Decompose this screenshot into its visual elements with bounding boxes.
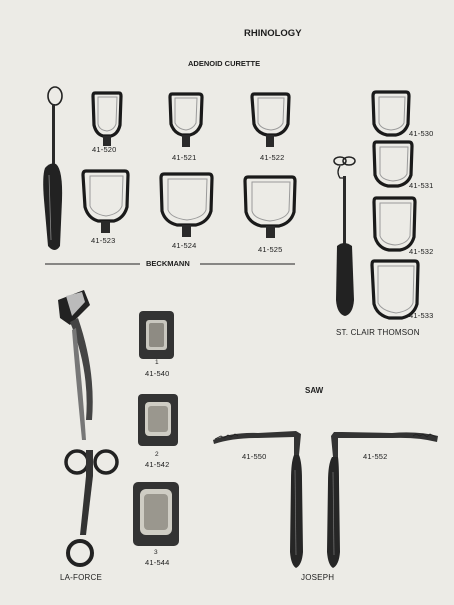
blade-number-3: 3 [154, 549, 158, 556]
item-label-41-524: 41-524 [172, 241, 197, 250]
curette-head-41-524 [159, 172, 214, 237]
curette-head-41-530 [371, 90, 411, 137]
curette-head-41-520 [91, 91, 123, 146]
joseph-saw-41-552 [327, 432, 438, 568]
curette-head-41-522 [250, 92, 291, 147]
item-label-41-523: 41-523 [91, 236, 116, 245]
blade-code-41-544: 41-544 [145, 558, 170, 567]
curette-head-41-523 [81, 169, 130, 233]
joseph-saw-41-550 [213, 431, 303, 568]
la-force-blade-3 [133, 482, 179, 546]
item-label-41-531: 41-531 [409, 181, 434, 190]
blade-code-41-540: 41-540 [145, 369, 170, 378]
la-force-blade-1 [139, 311, 174, 359]
curette-head-41-525 [243, 175, 297, 238]
item-label-41-530: 41-530 [409, 129, 434, 138]
item-label-41-552: 41-552 [363, 452, 388, 461]
item-label-41-533: 41-533 [409, 311, 434, 320]
curette-head-41-521 [168, 92, 204, 147]
item-label-41-550: 41-550 [242, 452, 267, 461]
joseph-label: JOSEPH [301, 573, 335, 582]
item-label-41-525: 41-525 [258, 245, 283, 254]
item-label-41-532: 41-532 [409, 247, 434, 256]
curette-head-41-531 [372, 140, 414, 188]
blade-number-1: 1 [155, 359, 159, 366]
la-force-adenotome-illustration [58, 290, 119, 567]
la-force-label: LA-FORCE [60, 573, 103, 582]
saw-heading: SAW [305, 386, 324, 395]
st-clair-thomson-handle-illustration [333, 156, 356, 316]
item-label-41-520: 41-520 [92, 145, 117, 154]
page-title: RHINOLOGY [244, 28, 302, 39]
la-force-blade-2 [138, 394, 178, 446]
curette-head-41-533 [370, 259, 420, 320]
beckmann-curette-handle-illustration [43, 86, 63, 250]
beckmann-label: BECKMANN [146, 259, 190, 268]
st-clair-thomson-label: ST. CLAIR THOMSON [336, 328, 420, 337]
item-label-41-521: 41-521 [172, 153, 197, 162]
blade-number-2: 2 [155, 451, 159, 458]
blade-code-41-542: 41-542 [145, 460, 170, 469]
item-label-41-522: 41-522 [260, 153, 285, 162]
adenoid-curette-heading: ADENOID CURETTE [188, 59, 261, 68]
curette-head-41-532 [372, 196, 417, 252]
